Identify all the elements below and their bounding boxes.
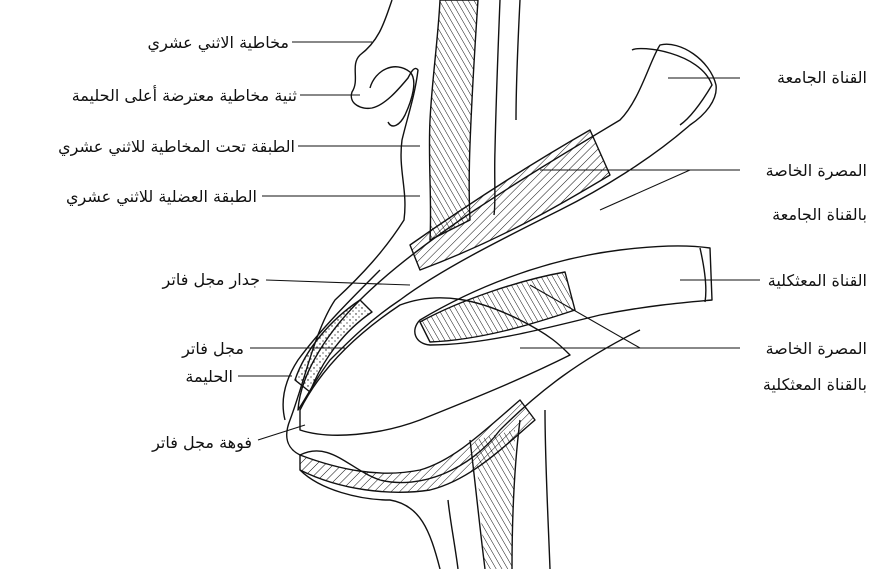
label-ampulla-orifice: فوهة مجل فاتر: [152, 433, 252, 453]
label-pd-sphincter-2: بالقناة المعثكلية: [763, 375, 867, 395]
ampulla-wall: [295, 300, 372, 392]
label-ampulla-wall: جدار مجل فاتر: [163, 270, 260, 290]
label-cbd-sphincter-2: بالقناة الجامعة: [772, 205, 867, 225]
label-transverse-fold: ثنية مخاطية معترضة أعلى الحليمة: [72, 86, 297, 106]
label-muscular-layer: الطبقة العضلية للاثني عشري: [66, 187, 257, 207]
label-ampulla: مجل فاتر: [182, 339, 244, 359]
label-cbd-sphincter-1: المصرة الخاصة: [766, 161, 867, 181]
label-common-bile-duct: القناة الجامعة: [777, 68, 867, 88]
label-papilla: الحليمة: [185, 367, 233, 387]
label-pd-sphincter-1: المصرة الخاصة: [766, 339, 867, 359]
label-pancreatic-duct: القناة المعثكلية: [768, 271, 867, 291]
lower-wall: [448, 500, 458, 569]
label-submucosa: الطبقة تحت المخاطية للاثني عشري: [58, 137, 295, 157]
label-duodenal-mucosa: مخاطية الاثني عشري: [148, 33, 289, 53]
